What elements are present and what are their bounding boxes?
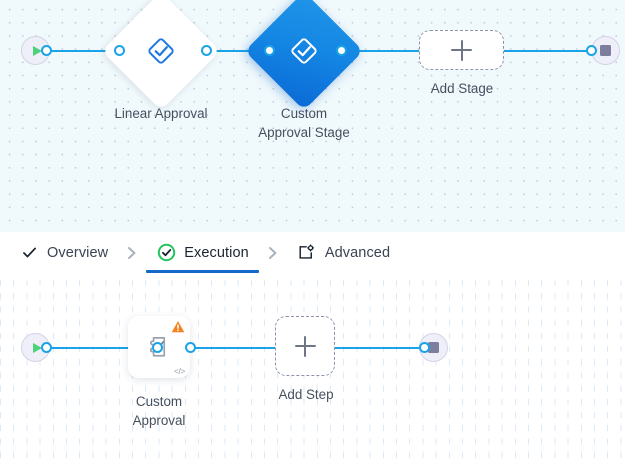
edge-custom-stage-to-add-stage [340,49,420,52]
stage-start-output-port[interactable] [41,45,52,56]
add-step-label: Add Step [278,387,334,402]
stage-node-caption: Linear Approval [114,106,208,121]
custom-approval-output-port[interactable] [185,342,196,353]
add-stage-label: Add Stage [430,81,494,96]
stage-detail-tabs: Overview Execution [0,232,625,273]
warning-triangle-icon [171,321,185,333]
diamond-check-icon [148,38,174,64]
stage-node-caption: Custom Approval Stage [258,106,350,140]
check-icon [19,243,39,263]
code-badge: </> [173,365,185,376]
chevron-right-icon [110,232,154,273]
tab-execution[interactable]: Execution [146,232,259,273]
edge-add-stage-to-end [503,49,591,52]
tab-advanced-label: Advanced [324,244,391,261]
tab-overview-label: Overview [47,244,109,261]
stage-end-node[interactable] [591,36,620,65]
plus-icon [451,39,472,61]
step-node-caption: Custom Approval [132,394,186,428]
edge-linear-to-custom-stage [206,49,268,52]
add-stage-button[interactable] [419,30,504,70]
custom-stage-input-port[interactable] [264,45,275,56]
diamond-check-icon [291,38,317,64]
stop-icon [600,45,611,56]
custom-approval-input-port[interactable] [152,342,163,353]
linear-approval-output-port[interactable] [201,45,212,56]
play-icon [32,45,42,56]
step-end-input-port[interactable] [419,342,430,353]
chevron-right-icon [251,232,295,273]
plus-icon [294,335,316,357]
linear-approval-input-port[interactable] [114,45,125,56]
edge-start-to-linear-approval [42,49,114,52]
stage-canvas[interactable]: Linear Approval Custom Approval Stage Ad… [0,0,625,232]
play-icon [32,342,42,353]
tab-execution-label: Execution [184,244,249,261]
add-step-button[interactable] [275,316,335,376]
check-circle-icon [156,243,176,263]
step-start-output-port[interactable] [41,342,52,353]
stage-node-custom-approval-stage[interactable] [244,0,364,111]
window-settings-icon [297,243,317,263]
step-canvas[interactable]: </> Custom Approval Add Step [0,273,625,461]
edge-step-start-to-custom-approval [42,346,152,349]
edge-add-step-to-end [333,346,424,349]
tab-advanced[interactable]: Advanced [295,232,392,273]
custom-stage-output-port[interactable] [336,45,347,56]
tab-overview[interactable]: Overview [17,232,110,273]
stop-icon [428,342,439,353]
edge-custom-approval-to-add-step [190,346,282,349]
stage-end-input-port[interactable] [586,45,597,56]
stage-node-linear-approval[interactable] [101,0,221,111]
